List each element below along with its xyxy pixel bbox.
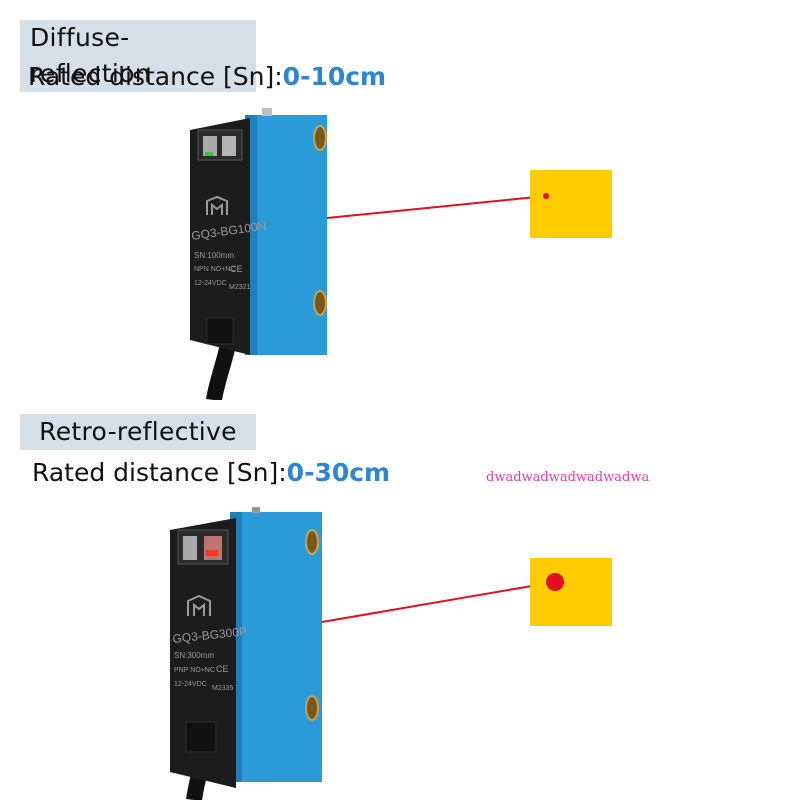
mounting-hole-icon — [313, 125, 327, 151]
rated-distance-value: 0-10cm — [282, 62, 387, 91]
sensor-black-front — [170, 518, 236, 788]
diffuse-section: Diffuse-reflection Rated distance [Sn]:0… — [20, 20, 612, 400]
rated-distance: Rated distance [Sn]:0-30cm — [32, 458, 390, 487]
rated-distance-value: 0-30cm — [286, 458, 391, 487]
mounting-hole-icon — [305, 529, 319, 555]
sensor-cable — [206, 343, 236, 400]
brand-logo-icon — [187, 594, 211, 616]
sensor-batch: M2321 — [229, 284, 251, 291]
top-screw — [262, 108, 272, 116]
sensor-batch: M2335 — [212, 685, 234, 692]
rated-distance-label: Rated distance [Sn]: — [32, 458, 287, 487]
sensor-blue-housing — [230, 512, 322, 782]
watermark-text: dwadwadwadwadwadwa — [486, 470, 650, 485]
mode-label: Diffuse-reflection — [20, 20, 256, 92]
top-screw — [252, 507, 260, 513]
ce-mark-icon: CE — [216, 664, 229, 674]
mounting-hole-icon — [305, 695, 319, 721]
laser-dot-icon — [543, 193, 549, 199]
ce-mark-icon: CE — [230, 264, 243, 274]
status-led-green — [205, 152, 213, 156]
sensor-voltage: 12-24VDC — [174, 681, 207, 688]
reflection-target — [530, 558, 612, 626]
rated-distance: Rated distance [Sn]:0-10cm — [28, 62, 386, 91]
sensor-black-front — [190, 118, 250, 355]
sensor-sn: SN:300mm — [174, 651, 214, 660]
mode-label: Retro-reflective — [20, 414, 256, 450]
laser-dot-icon — [546, 573, 564, 591]
retro-sensor-illustration: GQ3-BG300P SN:300mm PNP NO+NC CE 12-24VD… — [170, 507, 612, 800]
sensor-blue-housing — [245, 115, 327, 355]
light-beam — [326, 195, 547, 219]
mounting-hole-icon — [313, 290, 327, 316]
sensor-output: NPN NO+NC — [194, 266, 235, 273]
diffuse-sensor-illustration: GQ3-BG100N SN:100mm NPN NO+NC CE 12-24VD… — [190, 108, 612, 400]
brand-logo-icon — [206, 195, 228, 215]
sensor-sn: SN:100mm — [194, 251, 234, 260]
sensor-voltage: 12-24VDC — [194, 280, 227, 287]
sensor-output: PNP NO+NC — [174, 667, 215, 674]
reflection-target — [530, 170, 612, 238]
retro-section: Retro-reflective Rated distance [Sn]:0-3… — [0, 400, 800, 800]
rated-distance-label: Rated distance [Sn]: — [28, 62, 283, 91]
light-beam — [321, 581, 556, 623]
status-led-red — [206, 550, 218, 556]
